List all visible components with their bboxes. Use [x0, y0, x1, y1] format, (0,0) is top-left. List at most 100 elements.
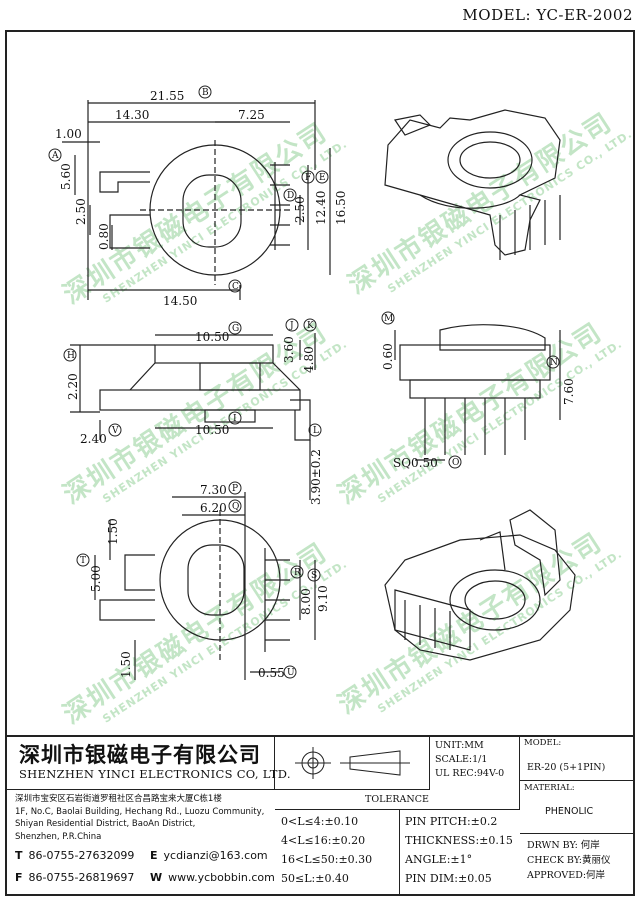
- svg-text:D: D: [287, 191, 294, 201]
- dim-text: 14.30: [115, 108, 149, 122]
- dim-text: 7.60: [562, 378, 576, 405]
- svg-text:U: U: [287, 668, 295, 678]
- label-D: D: [283, 188, 297, 202]
- label-F: F: [301, 170, 315, 184]
- ul-rec: UL REC:94V-0: [435, 768, 505, 779]
- dim-text: 2.50: [74, 198, 88, 225]
- technical-drawing: 21.55 14.30 7.25 1.00 14.50 5.60 2.50 0.…: [48, 85, 576, 680]
- dim-text: 12.40: [314, 191, 328, 225]
- label-I: I: [228, 411, 242, 425]
- svg-text:H: H: [67, 351, 75, 361]
- dim-text: 3.90±0.2: [309, 449, 323, 505]
- label-S: S: [307, 568, 321, 582]
- svg-text:P: P: [232, 484, 238, 494]
- label-M: M: [381, 311, 395, 325]
- dim-text: SQ0.50: [393, 456, 438, 470]
- label-N: N: [546, 355, 560, 369]
- dim-text: 14.50: [163, 294, 197, 308]
- title-block: 深圳市银磁电子有限公司 SHENZHEN YINCI ELECTRONICS C…: [5, 735, 635, 896]
- svg-text:J: J: [289, 321, 294, 331]
- dim-text: 10.50: [195, 423, 229, 437]
- tolerance-row: ANGLE:±1°: [405, 853, 473, 866]
- label-R: R: [290, 565, 304, 579]
- projection-symbol: [275, 735, 430, 790]
- center-hole: [182, 174, 242, 248]
- label-A: A: [48, 148, 62, 162]
- tolerance-row: 4<L≤16:±0.20: [281, 834, 366, 847]
- company-address: 深圳市宝安区石岩街道罗租社区合昌路宝来大厦C栋1楼 1F, No.C, Baol…: [15, 794, 265, 842]
- label-U: U: [283, 665, 297, 679]
- model-value: ER-20 (5+1PIN): [527, 762, 606, 773]
- svg-text:G: G: [232, 324, 239, 334]
- dim-text: 0.60: [381, 343, 395, 370]
- dim-text: 1.50: [119, 651, 133, 678]
- model-title: MODEL: YC-ER-2002: [462, 6, 633, 24]
- svg-text:B: B: [202, 88, 209, 98]
- dim-text: 0.55: [258, 666, 285, 680]
- svg-text:O: O: [452, 458, 459, 468]
- material-value: PHENOLIC: [545, 806, 594, 817]
- dim-text: 1.00: [55, 127, 82, 141]
- approved-by: APPROVED:何岸: [527, 870, 606, 881]
- dim-text: 8.00: [299, 588, 313, 615]
- dim-text: 9.10: [316, 585, 330, 612]
- company-name-en: SHENZHEN YINCI ELECTRONICS CO, LTD.: [19, 767, 291, 781]
- dim-text: 2.40: [80, 432, 107, 446]
- label-H: H: [63, 348, 77, 362]
- svg-text:T: T: [80, 556, 86, 566]
- label-G: G: [228, 321, 242, 335]
- label-E: E: [315, 170, 329, 184]
- dim-text: 3.60: [282, 336, 296, 363]
- dim-text: 0.80: [97, 223, 111, 250]
- dim-text: 7.25: [238, 108, 265, 122]
- drawn-by: DRWN BY: 何岸: [527, 840, 600, 851]
- dim-text: 1.50: [106, 518, 120, 545]
- svg-text:C: C: [232, 282, 239, 292]
- dim-text: 5.00: [89, 565, 103, 592]
- model-label: MODEL:: [524, 738, 562, 748]
- material-label: MATERIAL:: [524, 783, 575, 793]
- dim-text: 2.50: [293, 196, 307, 223]
- svg-text:F: F: [305, 173, 311, 183]
- tolerance-row: 50≤L:±0.40: [281, 872, 349, 885]
- label-K: K: [303, 318, 317, 332]
- label-P: P: [228, 481, 242, 495]
- label-B: B: [198, 85, 212, 99]
- svg-text:M: M: [384, 314, 393, 324]
- dim-text: 5.60: [59, 163, 73, 190]
- tolerance-row: THICKNESS:±0.15: [405, 834, 513, 847]
- svg-text:N: N: [550, 358, 558, 368]
- svg-text:R: R: [294, 568, 301, 578]
- svg-text:Q: Q: [232, 502, 239, 512]
- dim-text: 16.50: [334, 191, 348, 225]
- svg-text:L: L: [313, 426, 319, 436]
- label-V: V: [108, 423, 122, 437]
- dim-text: 21.55: [150, 89, 184, 103]
- unit: UNIT:MM: [435, 740, 484, 751]
- tolerance-row: 16<L≤50:±0.30: [281, 853, 373, 866]
- svg-text:A: A: [51, 151, 59, 161]
- label-C: C: [228, 279, 242, 293]
- svg-text:V: V: [111, 426, 119, 436]
- dim-text: 2.20: [66, 373, 80, 400]
- tolerance-title: TOLERANCE: [365, 794, 429, 805]
- dim-text: 4.80: [302, 346, 316, 373]
- tolerance-row: 0<L≤4:±0.10: [281, 815, 359, 828]
- dim-text: 10.50: [195, 330, 229, 344]
- scale: SCALE:1/1: [435, 754, 488, 765]
- svg-text:K: K: [307, 321, 314, 331]
- label-J: J: [285, 318, 299, 332]
- svg-text:I: I: [233, 414, 237, 424]
- svg-text:E: E: [319, 173, 326, 183]
- checked-by: CHECK BY:黄丽仪: [527, 855, 611, 866]
- tolerance-row: PIN PITCH:±0.2: [405, 815, 498, 828]
- dim-text: 7.30: [200, 483, 227, 497]
- label-T: T: [76, 553, 90, 567]
- company-name-cn: 深圳市银磁电子有限公司: [19, 743, 261, 767]
- label-Q: Q: [228, 499, 242, 513]
- tolerance-row: PIN DIM:±0.05: [405, 872, 492, 885]
